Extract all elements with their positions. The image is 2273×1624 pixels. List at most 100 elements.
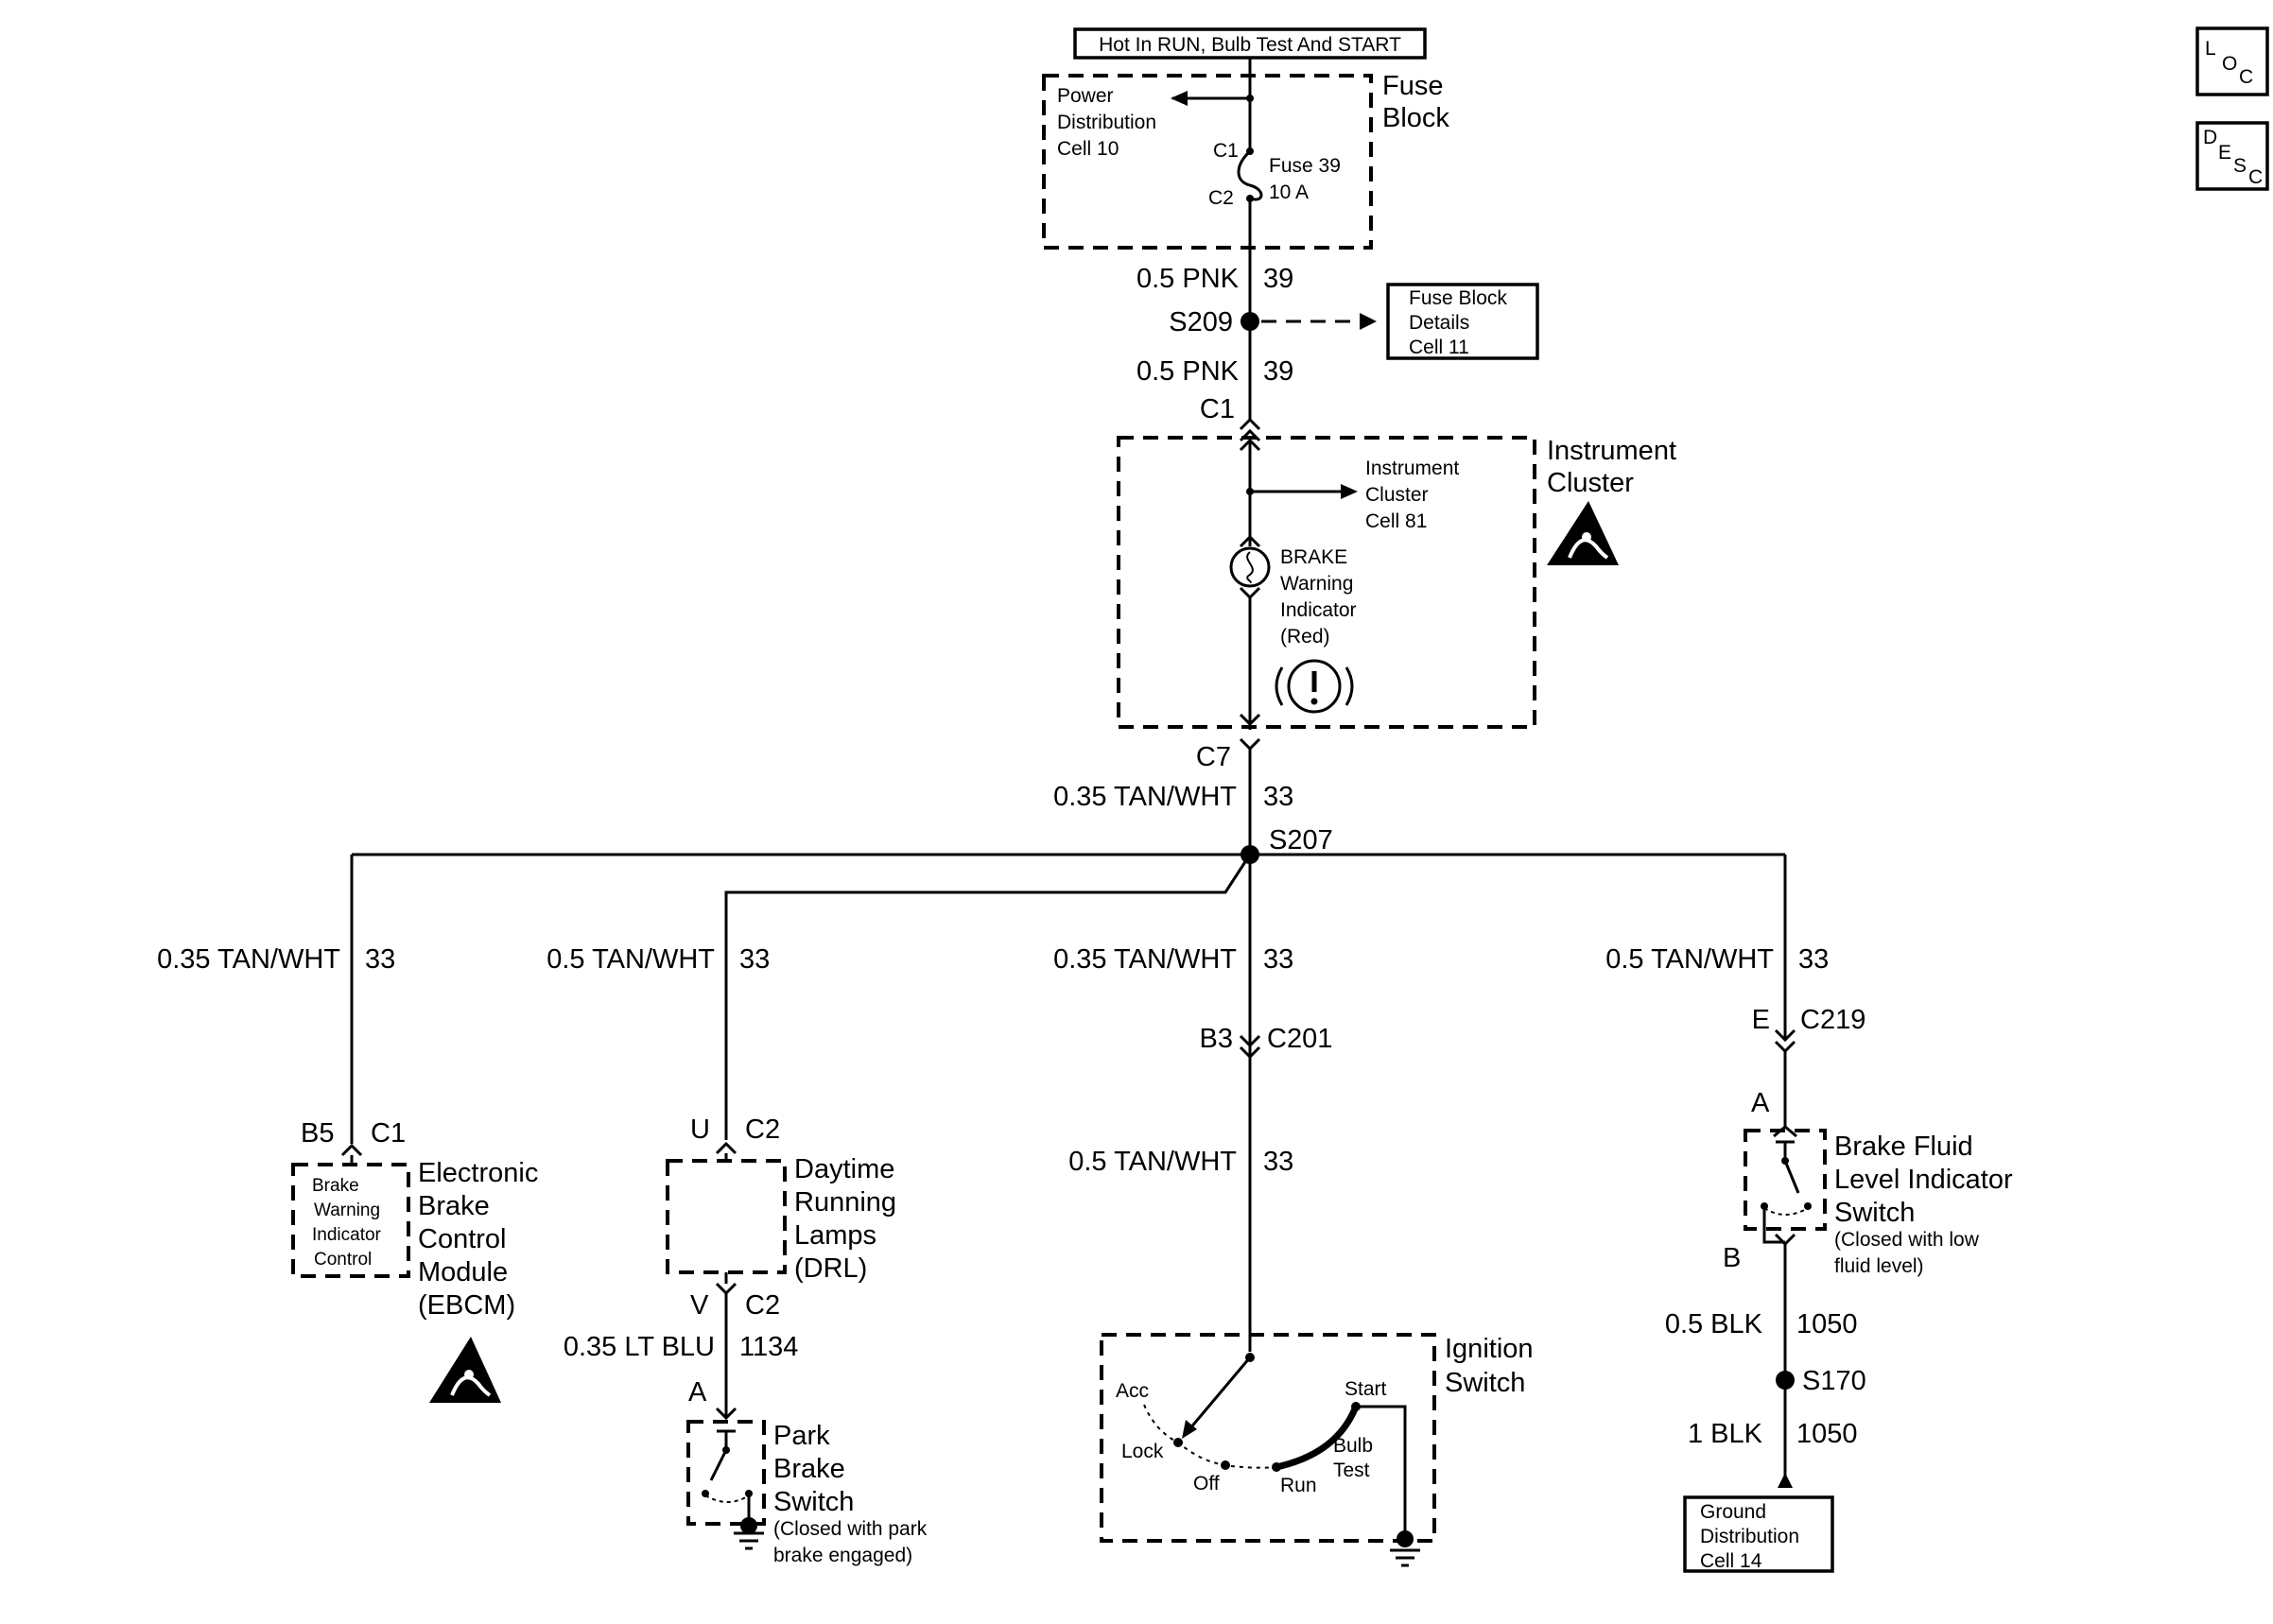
header-label-box: Hot In RUN, Bulb Test And START xyxy=(1073,27,1427,60)
park-title: Switch xyxy=(773,1487,854,1517)
wire-circuit: 33 xyxy=(1263,1147,1293,1177)
wire-size: 0.5 TAN/WHT xyxy=(547,944,715,975)
wire-size: 0.35 TAN/WHT xyxy=(1053,782,1237,812)
fuse-symbol xyxy=(1237,149,1263,201)
c201-pin: B3 xyxy=(1200,1024,1233,1054)
loc-icon[interactable]: L O C xyxy=(2195,26,2269,96)
ebcm-title: Control xyxy=(418,1224,507,1254)
wire-circuit: 33 xyxy=(739,944,770,975)
ref-text: Cell 14 xyxy=(1700,1550,1762,1572)
indicator-label: Indicator xyxy=(1280,599,1357,621)
ref-text: Cell 11 xyxy=(1409,337,1469,358)
splice-label: S209 xyxy=(1169,307,1233,337)
park-note: (Closed with park xyxy=(773,1518,928,1540)
brake-fluid-note: (Closed with low xyxy=(1834,1229,1980,1251)
fuse-label: Fuse 39 xyxy=(1269,155,1341,177)
cluster-ref: Cluster xyxy=(1365,484,1429,506)
splice-label: S207 xyxy=(1269,825,1333,855)
header-label: Hot In RUN, Bulb Test And START xyxy=(1099,34,1401,56)
ref-text: Fuse Block xyxy=(1409,287,1507,309)
wire-size: 0.5 PNK xyxy=(1136,356,1240,387)
drl-title: Running xyxy=(794,1187,896,1218)
wire-size: 0.35 TAN/WHT xyxy=(1053,944,1237,975)
desc-letter: E xyxy=(2218,142,2231,164)
ign-pos-start: Start xyxy=(1345,1378,1387,1400)
ign-pos-lock: Lock xyxy=(1121,1441,1164,1462)
drl-title: Daytime xyxy=(794,1154,894,1184)
wire-circuit: 33 xyxy=(1798,944,1829,975)
fuse-block: Fuse Block Power Distribution Cell 10 C1… xyxy=(1042,71,1449,250)
wire-circuit: 1050 xyxy=(1796,1419,1858,1449)
c219-pin: E xyxy=(1752,1005,1770,1035)
loc-letter: O xyxy=(2222,53,2237,75)
ebcm-pin: B5 xyxy=(301,1118,334,1149)
fuse-block-title: Fuse xyxy=(1382,71,1443,101)
park-pin: A xyxy=(688,1377,707,1408)
ignition-title: Ignition xyxy=(1445,1334,1534,1364)
fuse-c1-label: C1 xyxy=(1213,140,1239,162)
wire-circuit: 1050 xyxy=(1796,1309,1858,1339)
loc-letter: C xyxy=(2239,66,2253,88)
drl-pin-bottom: V xyxy=(690,1290,709,1321)
ebcm-title: (EBCM) xyxy=(418,1290,515,1321)
wire-size: 0.35 TAN/WHT xyxy=(157,944,340,975)
wire-circuit: 33 xyxy=(1263,782,1293,812)
ign-pos-bulb: Test xyxy=(1333,1460,1370,1481)
brake-fluid-note: fluid level) xyxy=(1834,1255,1924,1277)
brake-bulb-icon xyxy=(1229,546,1271,588)
ebcm-inner-label: Control xyxy=(314,1250,372,1270)
ebcm-inner-label: Warning xyxy=(314,1201,380,1220)
brake-warning-symbol-icon xyxy=(1275,659,1354,714)
wire-size: 0.5 TAN/WHT xyxy=(1605,944,1774,975)
esd-sensitive-icon xyxy=(429,1337,501,1403)
ignition-switch: Ignition Switch Acc Lock Off Run Start B… xyxy=(1100,1333,1534,1567)
ignition-title: Switch xyxy=(1445,1368,1525,1398)
ref-text: Distribution xyxy=(1700,1526,1799,1547)
c201-connector: C201 xyxy=(1267,1024,1332,1054)
ebcm-module: B5 C1 Brake Warning Indicator Control El… xyxy=(291,1118,538,1321)
park-brake-switch: A Park Brake Switch (Closed with park br… xyxy=(686,1377,928,1566)
wire-circuit: 1134 xyxy=(739,1332,798,1362)
fuse-label: 10 A xyxy=(1269,181,1309,203)
ign-pos-off: Off xyxy=(1193,1473,1220,1494)
ebcm-connector: C1 xyxy=(371,1118,406,1149)
brake-fluid-pin-bottom: B xyxy=(1723,1243,1741,1273)
drl-pin-top: U xyxy=(690,1114,710,1145)
fuse-block-details-ref[interactable]: Fuse Block Details Cell 11 xyxy=(1386,283,1539,360)
park-title: Park xyxy=(773,1421,830,1451)
ground-distribution-ref[interactable]: Ground Distribution Cell 14 xyxy=(1683,1495,1834,1573)
drl-title: (DRL) xyxy=(794,1253,867,1284)
desc-icon[interactable]: D E S C xyxy=(2195,121,2269,191)
ebcm-inner-label: Indicator xyxy=(312,1225,382,1245)
fuse-c2-label: C2 xyxy=(1208,187,1234,209)
brake-fluid-title: Level Indicator xyxy=(1834,1165,2013,1195)
indicator-label: (Red) xyxy=(1280,626,1330,648)
esd-sensitive-icon xyxy=(1547,501,1619,565)
wire-circuit: 39 xyxy=(1263,356,1293,387)
wire-circuit: 33 xyxy=(365,944,395,975)
wire-size: 0.35 LT BLU xyxy=(564,1332,715,1362)
splice-s170 xyxy=(1776,1371,1795,1390)
ign-pos-run: Run xyxy=(1280,1475,1317,1496)
brake-fluid-pin-top: A xyxy=(1751,1088,1770,1118)
wire-circuit: 33 xyxy=(1263,944,1293,975)
connector-c7: C7 xyxy=(1196,742,1231,772)
power-ref-label: Distribution xyxy=(1057,112,1156,133)
desc-letter: D xyxy=(2203,127,2217,148)
drl-title: Lamps xyxy=(794,1220,876,1251)
brake-fluid-switch: E C219 A Brake Fluid Level Indicator Swi… xyxy=(1723,1005,2013,1277)
ign-pos-bulb: Bulb xyxy=(1333,1435,1373,1457)
brake-fluid-title: Switch xyxy=(1834,1198,1915,1228)
power-ref-label: Power xyxy=(1057,85,1114,107)
wire-size: 0.5 BLK xyxy=(1665,1309,1763,1339)
ign-pos-acc: Acc xyxy=(1116,1380,1149,1402)
loc-letter: L xyxy=(2205,38,2216,60)
park-title: Brake xyxy=(773,1454,845,1484)
wire-size: 0.5 TAN/WHT xyxy=(1068,1147,1237,1177)
splice-label: S170 xyxy=(1802,1366,1866,1396)
splice-s209 xyxy=(1241,312,1259,331)
cluster-ref: Instrument xyxy=(1365,458,1459,479)
brake-fluid-title: Brake Fluid xyxy=(1834,1132,1973,1162)
drl-conn-top: C2 xyxy=(745,1114,780,1145)
